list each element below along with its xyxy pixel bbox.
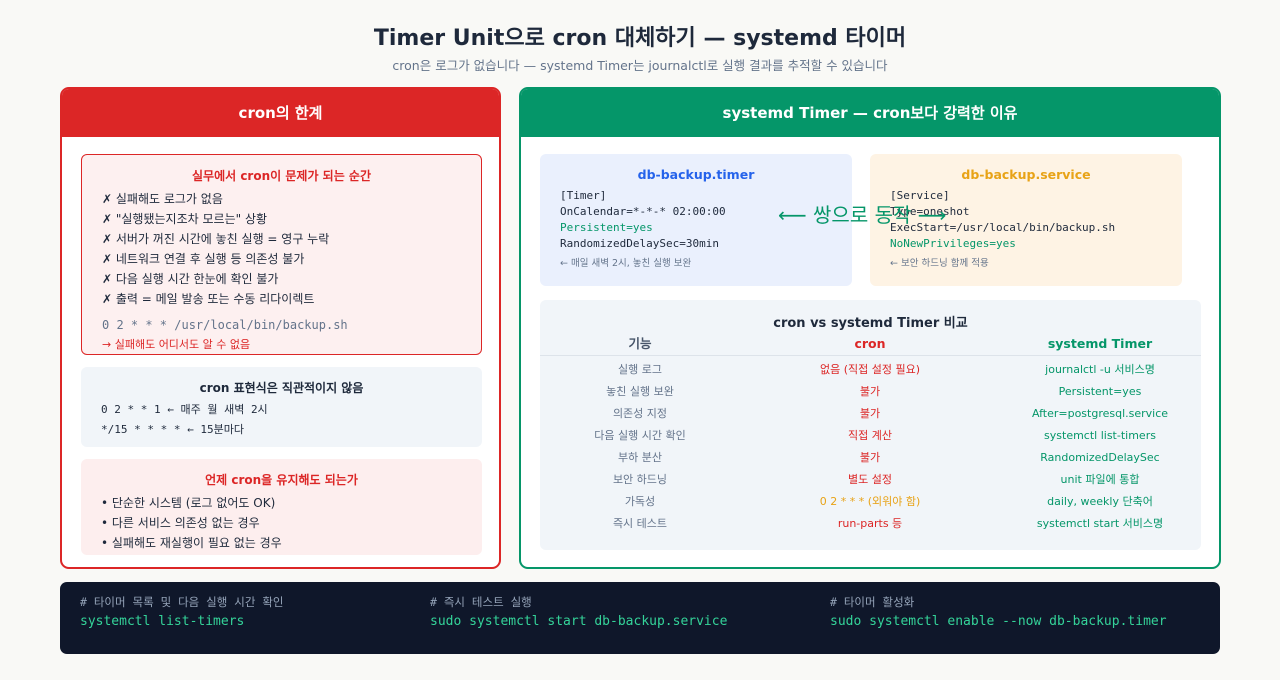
- cron-limits-panel: cron의 한계 실무에서 cron이 문제가 되는 순간 ✗ 실패해도 로그가…: [60, 87, 501, 569]
- command-text: sudo systemctl start db-backup.service: [430, 614, 728, 629]
- timer-unit-title: db-backup.timer: [637, 167, 755, 182]
- code-line: ExecStart=/usr/local/bin/backup.sh: [890, 221, 1116, 234]
- cron-keep-list: • 단순한 시스템 (로그 없어도 OK) • 다른 서비스 의존성 없는 경우…: [101, 493, 482, 553]
- list-item: ✗ 실패해도 로그가 없음: [102, 192, 223, 206]
- systemd-cell: RandomizedDelaySec: [1040, 451, 1160, 464]
- command-terminal: # 타이머 목록 및 다음 실행 시간 확인 systemctl list-ti…: [60, 582, 1220, 654]
- cron-cell: 불가: [859, 407, 881, 420]
- table-row: 부하 분산 불가 RandomizedDelaySec: [540, 447, 1201, 469]
- cron-cell: 불가: [859, 385, 881, 398]
- command-comment: # 타이머 목록 및 다음 실행 시간 확인: [80, 595, 284, 609]
- timer-unit-box: db-backup.timer [Timer] OnCalendar=*-*-* …: [540, 154, 852, 286]
- cron-problems-list: ✗ 실패해도 로그가 없음 ✗ "실행됐는지조차 모르는" 상황 ✗ 서버가 꺼…: [102, 189, 481, 309]
- column-header-feature: 기능: [628, 336, 652, 351]
- feature-cell: 보안 하드닝: [612, 473, 668, 486]
- systemd-cell: Persistent=yes: [1058, 385, 1142, 398]
- cron-expression-lines: 0 2 * * 1 ← 매주 월 새벽 2시 */15 * * * * ← 15…: [101, 400, 482, 440]
- table-row: 놓친 실행 보완 불가 Persistent=yes: [540, 381, 1201, 403]
- cron-keep-title: 언제 cron을 유지해도 되는가: [205, 473, 358, 487]
- cron-keep-box: 언제 cron을 유지해도 되는가 • 단순한 시스템 (로그 없어도 OK) …: [81, 459, 482, 555]
- cron-cell: 직접 계산: [848, 429, 892, 442]
- feature-cell: 다음 실행 시간 확인: [594, 429, 686, 442]
- cron-expression-line: 0 2 * * 1 ← 매주 월 새벽 2시: [101, 403, 268, 416]
- comparison-header-row: 기능 cron systemd Timer: [540, 333, 1201, 355]
- page-title: Timer Unit으로 cron 대체하기 — systemd 타이머: [373, 26, 907, 51]
- cron-cell: run-parts 등: [837, 517, 903, 530]
- code-line: OnCalendar=*-*-* 02:00:00: [560, 205, 726, 218]
- list-item: • 단순한 시스템 (로그 없어도 OK): [101, 496, 276, 510]
- list-item: ✗ 출력 = 메일 발송 또는 수동 리다이렉트: [102, 292, 315, 306]
- table-row: 실행 로그 없음 (직접 설정 필요) journalctl -u 서비스명: [540, 359, 1201, 381]
- comparison-divider: [540, 355, 1201, 356]
- table-row: 가독성 0 2 * * * (외워야 함) daily, weekly 단축어: [540, 491, 1201, 513]
- table-row: 의존성 지정 불가 After=postgresql.service: [540, 403, 1201, 425]
- service-unit-note: ← 보안 하드닝 함께 적용: [890, 258, 989, 269]
- systemd-timer-header: systemd Timer — cron보다 강력한 이유: [521, 89, 1219, 137]
- command-comment: # 타이머 활성화: [830, 595, 915, 609]
- feature-cell: 부하 분산: [618, 451, 662, 464]
- cron-problems-box: 실무에서 cron이 문제가 되는 순간 ✗ 실패해도 로그가 없음 ✗ "실행…: [81, 154, 482, 355]
- code-line: Type=oneshot: [890, 205, 970, 218]
- cron-cell: 0 2 * * * (외워야 함): [819, 495, 921, 508]
- list-item: • 다른 서비스 의존성 없는 경우: [101, 516, 260, 530]
- table-row: 보안 하드닝 별도 설정 unit 파일에 통합: [540, 469, 1201, 491]
- code-line: [Timer]: [560, 189, 607, 202]
- systemd-cell: systemctl list-timers: [1044, 429, 1156, 442]
- code-line: [Service]: [890, 189, 950, 202]
- command-block-start-service: # 즉시 테스트 실행 sudo systemctl start db-back…: [430, 594, 727, 631]
- feature-cell: 의존성 지정: [612, 407, 668, 420]
- command-text: sudo systemctl enable --now db-backup.ti…: [830, 614, 1167, 629]
- list-item: ✗ 서버가 꺼진 시간에 놓친 실행 = 영구 누락: [102, 232, 330, 246]
- table-row: 다음 실행 시간 확인 직접 계산 systemctl list-timers: [540, 425, 1201, 447]
- cron-problems-title: 실무에서 cron이 문제가 되는 순간: [191, 169, 371, 183]
- cron-expression-title: cron 표현식은 직관적이지 않음: [199, 381, 364, 395]
- list-item: • 실패해도 재실행이 필요 없는 경우: [101, 536, 282, 550]
- cron-cell: 없음 (직접 설정 필요): [819, 363, 921, 376]
- service-unit-title: db-backup.service: [961, 167, 1091, 182]
- table-row: 즉시 테스트 run-parts 등 systemctl start 서비스명: [540, 513, 1201, 535]
- cron-cell: 별도 설정: [848, 473, 892, 486]
- feature-cell: 가독성: [624, 495, 656, 508]
- feature-cell: 실행 로그: [618, 363, 662, 376]
- cron-limits-header: cron의 한계: [62, 89, 499, 137]
- list-item: ✗ 다음 실행 시간 한눈에 확인 불가: [102, 272, 279, 286]
- cron-expression-box: cron 표현식은 직관적이지 않음 0 2 * * 1 ← 매주 월 새벽 2…: [81, 367, 482, 447]
- comparison-table: cron vs systemd Timer 비교 기능 cron systemd…: [540, 300, 1201, 550]
- command-block-enable-timer: # 타이머 활성화 sudo systemctl enable --now db…: [830, 594, 1167, 631]
- column-header-systemd: systemd Timer: [1047, 336, 1153, 351]
- systemd-cell: daily, weekly 단축어: [1047, 495, 1153, 508]
- systemd-cell: journalctl -u 서비스명: [1045, 363, 1155, 376]
- feature-cell: 놓친 실행 보완: [606, 385, 674, 398]
- command-text: systemctl list-timers: [80, 614, 245, 629]
- pair-link-label: ⟵ 쌍으로 동작 ⟶: [778, 203, 947, 227]
- systemd-cell: After=postgresql.service: [1031, 407, 1169, 420]
- code-line: Persistent=yes: [560, 221, 653, 234]
- cron-cell: 불가: [859, 451, 881, 464]
- command-comment: # 즉시 테스트 실행: [430, 595, 532, 609]
- list-item: ✗ 네트워크 연결 후 실행 등 의존성 불가: [102, 252, 305, 266]
- comparison-title: cron vs systemd Timer 비교: [773, 316, 968, 331]
- command-block-list-timers: # 타이머 목록 및 다음 실행 시간 확인 systemctl list-ti…: [80, 594, 284, 631]
- page-subtitle: cron은 로그가 없습니다 — systemd Timer는 journalc…: [392, 58, 888, 73]
- cron-example-line: 0 2 * * * /usr/local/bin/backup.sh: [102, 318, 348, 332]
- cron-expression-line: */15 * * * * ← 15분마다: [101, 423, 244, 436]
- code-line: RandomizedDelaySec=30min: [560, 237, 719, 250]
- code-line: NoNewPrivileges=yes: [890, 237, 1016, 250]
- systemd-cell: unit 파일에 통합: [1060, 473, 1140, 486]
- timer-unit-note: ← 매일 새벽 2시, 놓친 실행 보완: [560, 258, 692, 269]
- feature-cell: 즉시 테스트: [612, 517, 668, 530]
- systemd-timer-panel: systemd Timer — cron보다 강력한 이유 db-backup.…: [519, 87, 1221, 569]
- list-item: ✗ "실행됐는지조차 모르는" 상황: [102, 212, 268, 226]
- column-header-cron: cron: [854, 336, 886, 351]
- systemd-cell: systemctl start 서비스명: [1036, 517, 1164, 530]
- cron-failure-note: → 실패해도 어디서도 알 수 없음: [102, 338, 251, 351]
